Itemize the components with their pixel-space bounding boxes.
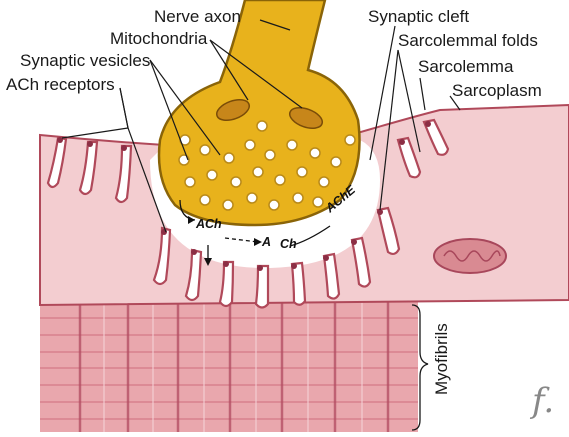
nerve-axon-label: Nerve axon (154, 7, 241, 26)
sarcoplasm-label: Sarcoplasm (452, 81, 542, 100)
synaptic-vesicles-label: Synaptic vesicles (20, 51, 150, 70)
acetate-text: A (261, 235, 271, 249)
choline-text: Ch (280, 237, 297, 251)
sarcolemma-label: Sarcolemma (418, 57, 514, 76)
ach-receptors-label: ACh receptors (6, 75, 115, 94)
mitochondria-label: Mitochondria (110, 29, 208, 48)
ach-text: ACh (195, 217, 222, 231)
artist-signature: f. (529, 381, 554, 421)
sarcolemmal-folds-label: Sarcolemmal folds (398, 31, 538, 50)
synaptic-cleft-label: Synaptic cleft (368, 7, 469, 26)
myofibrils-label: Myofibrils (432, 323, 451, 395)
muscle-mitochondrion (434, 239, 506, 273)
myofibrils-region (40, 302, 418, 432)
